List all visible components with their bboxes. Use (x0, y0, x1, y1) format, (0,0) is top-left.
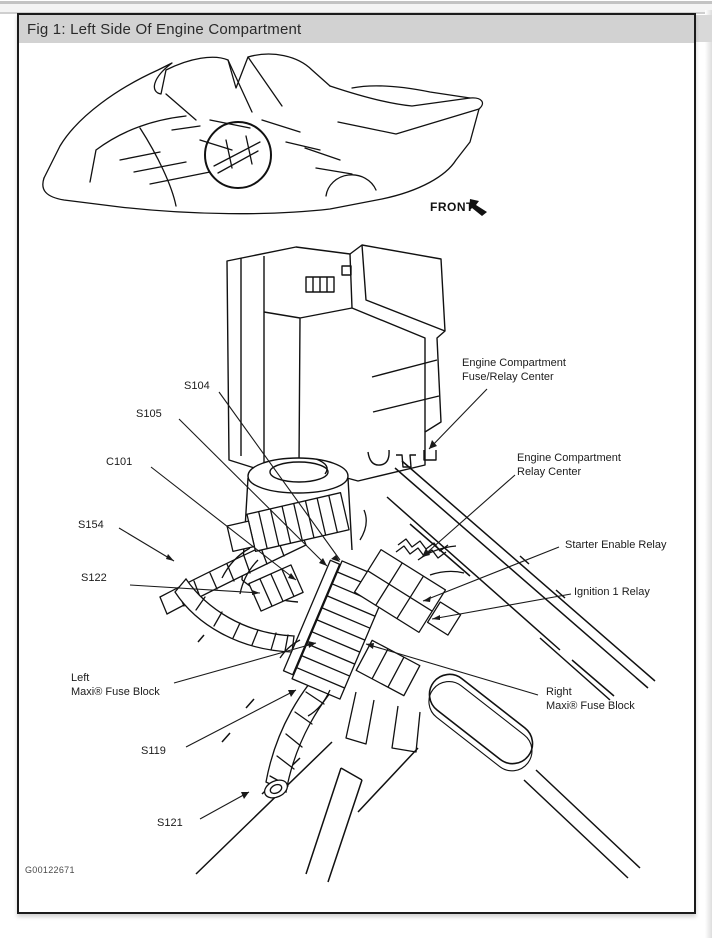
window-right-edge (705, 10, 712, 938)
wiring-cluster (221, 492, 465, 753)
callout-ignition-1-relay: Ignition 1 Relay (574, 586, 650, 598)
callout-right-maxi-fuse-block: Right Maxi® Fuse Block (546, 686, 635, 712)
figure-title-bar: Fig 1: Left Side Of Engine Compartment (19, 15, 694, 43)
frame-rails (195, 460, 656, 883)
fuse-relay-center-cover (226, 244, 446, 482)
figure-id: G00122671 (25, 865, 75, 875)
callout-c101: C101 (106, 456, 133, 468)
callout-engine-compartment-relay-center: Engine Compartment Relay Center (517, 452, 621, 478)
leader-lines (118, 388, 572, 820)
callout-s104: S104 (184, 380, 210, 392)
callout-s119: S119 (141, 745, 166, 757)
front-label-text: FRONT (430, 200, 474, 214)
titlebar-spill (694, 15, 712, 42)
callout-s154: S154 (78, 519, 104, 531)
callout-s121: S121 (157, 817, 183, 829)
oval-slot (428, 673, 534, 772)
callout-engine-compartment-fuse-relay-center: Engine Compartment Fuse/Relay Center (462, 357, 566, 383)
car-inset-illustration (42, 53, 484, 215)
callout-s122: S122 (81, 572, 107, 584)
figure-title: Fig 1: Left Side Of Engine Compartment (27, 20, 302, 38)
leader-arrowheads (166, 440, 440, 799)
callout-s105: S105 (136, 408, 162, 420)
callout-starter-enable-relay: Starter Enable Relay (565, 539, 667, 551)
front-arrow-icon (469, 199, 487, 216)
callout-left-maxi-fuse-block: Left Maxi® Fuse Block (71, 672, 160, 698)
front-direction-label: FRONT (430, 200, 474, 214)
